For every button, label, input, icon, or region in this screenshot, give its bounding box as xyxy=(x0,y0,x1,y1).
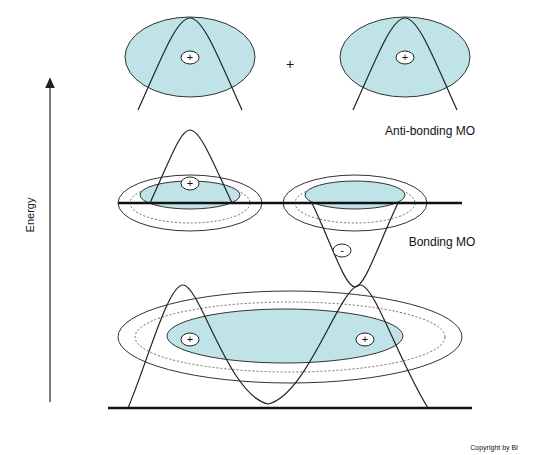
plus-sign: + xyxy=(286,56,294,72)
sign-circle: + xyxy=(355,332,375,347)
sign-text: + xyxy=(180,51,200,63)
sign-text: + xyxy=(180,333,200,345)
copyright-note: Copyright by Bl xyxy=(470,444,517,451)
orbital-label: Bonding MO xyxy=(409,235,476,249)
sign-circle: + xyxy=(395,50,415,65)
sign-circle: - xyxy=(332,243,352,258)
orbital-label: Anti-bonding MO xyxy=(385,124,475,138)
sign-circle: + xyxy=(180,176,200,191)
sign-text: + xyxy=(180,177,200,189)
sign-circle: + xyxy=(180,332,200,347)
sign-circle: + xyxy=(180,50,200,65)
sign-text: + xyxy=(355,333,375,345)
axis-label: Energy xyxy=(24,198,36,233)
sign-text: - xyxy=(332,244,352,256)
sign-text: + xyxy=(395,51,415,63)
